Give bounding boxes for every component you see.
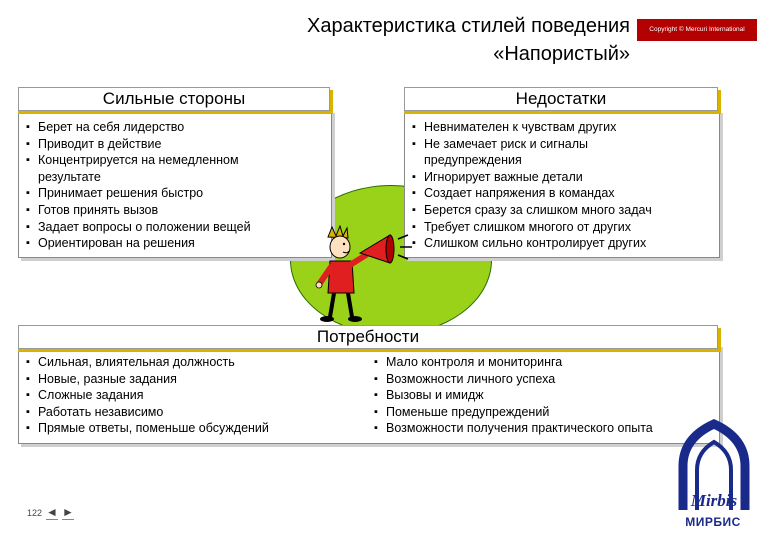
strengths-box: Берет на себя лидерство Приводит в дейст… [18, 110, 332, 258]
list-item: Игнорирует важные детали [410, 169, 719, 186]
list-item: Принимает решения быстро [24, 185, 331, 202]
list-item: Создает напряжения в командах [410, 185, 719, 202]
list-item: Не замечает риск и сигналы предупреждени… [410, 136, 654, 169]
needs-header: Потребности [18, 325, 718, 349]
page-title: Характеристика стилей поведения «Напорис… [230, 14, 630, 66]
title-line-1: Характеристика стилей поведения [307, 15, 630, 37]
next-page-button[interactable]: ► [62, 505, 74, 520]
strengths-list: Берет на себя лидерство Приводит в дейст… [24, 119, 331, 252]
list-item: Прямые ответы, поменьше обсуждений [24, 420, 354, 437]
list-item: Возможности личного успеха [372, 371, 712, 388]
list-item: Работать независимо [24, 404, 354, 421]
list-item: Берет на себя лидерство [24, 119, 331, 136]
list-item: Новые, разные задания [24, 371, 354, 388]
list-item: Поменьше предупреждений [372, 404, 712, 421]
copyright-badge: Copyright © Mercuri International [637, 19, 757, 41]
strengths-header: Сильные стороны [18, 87, 330, 111]
list-item: Ориентирован на решения [24, 235, 331, 252]
logo-script-text: Mirbis [690, 491, 738, 510]
list-item: Сложные задания [24, 387, 354, 404]
mirbis-logo-icon: Mirbis [678, 419, 750, 510]
needs-box: Сильная, влиятельная должность Новые, ра… [18, 344, 720, 444]
list-item: Вызовы и имидж [372, 387, 712, 404]
needs-right-list: Мало контроля и мониторинга Возможности … [372, 354, 712, 437]
list-item: Требует слишком многого от других [410, 219, 719, 236]
weaknesses-list: Невнимателен к чувствам других Не замеча… [410, 119, 719, 252]
prev-page-button[interactable]: ◄ [46, 505, 58, 520]
list-item: Готов принять вызов [24, 202, 331, 219]
weaknesses-header: Недостатки [404, 87, 718, 111]
megaphone-person-icon [315, 225, 412, 322]
list-item: Сильная, влиятельная должность [24, 354, 354, 371]
list-item: Невнимателен к чувствам других [410, 119, 719, 136]
list-item: Приводит в действие [24, 136, 331, 153]
list-item: Задает вопросы о положении вещей [24, 219, 331, 236]
needs-left-list: Сильная, влиятельная должность Новые, ра… [24, 354, 354, 437]
brand-name: МИРБИС [685, 515, 741, 529]
list-item: Возможности получения практического опыт… [372, 420, 712, 437]
weaknesses-box: Невнимателен к чувствам других Не замеча… [404, 110, 720, 258]
list-item: Мало контроля и мониторинга [372, 354, 712, 371]
list-item: Берется сразу за слишком много задач [410, 202, 719, 219]
page-number: 122 [27, 508, 43, 518]
title-line-2: «Напористый» [493, 43, 630, 65]
list-item: Концентрируется на немедленном результат… [24, 152, 278, 185]
list-item: Слишком сильно контролирует других [410, 235, 719, 252]
